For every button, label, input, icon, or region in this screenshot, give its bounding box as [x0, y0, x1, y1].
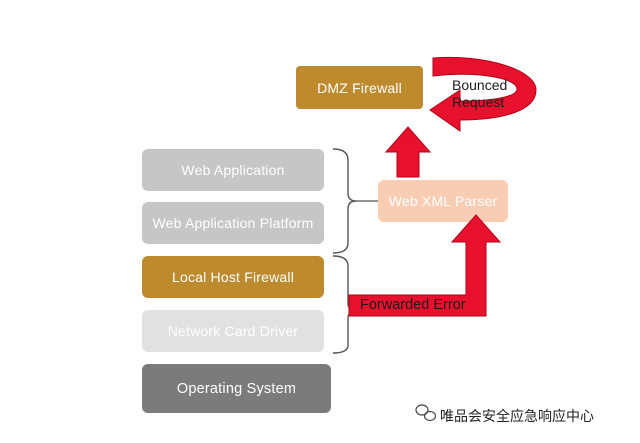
wechat-icon — [415, 404, 437, 422]
web-xml-parser-box: Web XML Parser — [378, 180, 508, 222]
bounced-request-label: Bounced Request — [452, 77, 508, 110]
upper-brace — [332, 148, 357, 254]
watermark-text: 唯品会安全应急响应中心 — [440, 409, 594, 425]
web-xml-parser-label: Web XML Parser — [388, 193, 498, 209]
web-application-platform-box: Web Application Platform — [142, 202, 324, 244]
network-card-driver-label: Network Card Driver — [167, 323, 299, 339]
up-arrow — [384, 126, 432, 178]
dmz-firewall-box: DMZ Firewall — [296, 66, 423, 109]
bounced-request-arrow — [429, 56, 537, 132]
operating-system-box: Operating System — [142, 364, 331, 413]
local-host-firewall-label: Local Host Firewall — [171, 269, 295, 285]
web-application-box: Web Application — [142, 149, 324, 191]
local-host-firewall-box: Local Host Firewall — [142, 256, 324, 298]
forwarded-error-label: Forwarded Error — [360, 297, 466, 313]
dmz-firewall-label: DMZ Firewall — [317, 79, 402, 96]
network-card-driver-box: Network Card Driver — [142, 310, 324, 352]
operating-system-label: Operating System — [176, 380, 297, 397]
forwarded-error-arrow — [348, 214, 502, 317]
web-application-label: Web Application — [181, 162, 285, 178]
web-application-platform-label: Web Application Platform — [152, 215, 314, 231]
